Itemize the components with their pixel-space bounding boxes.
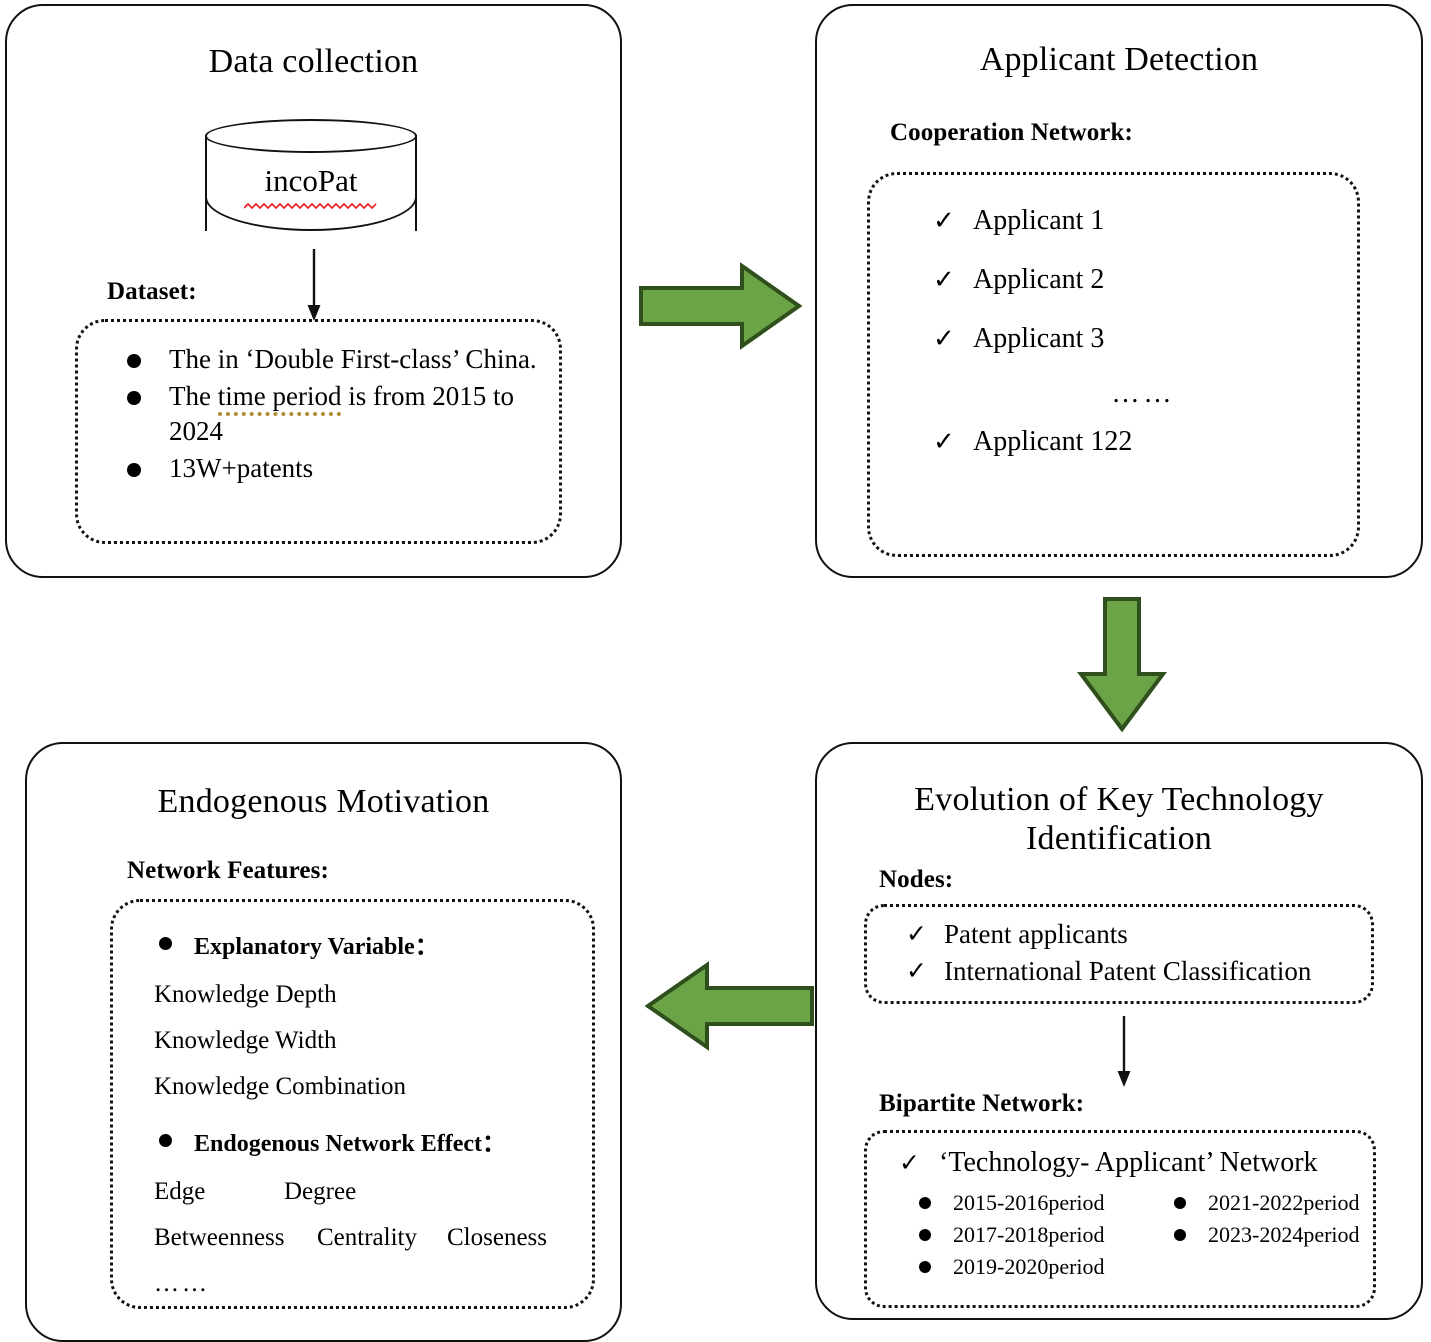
dataset-list-box: The in ‘Double First-class’ China. The t… <box>75 319 562 544</box>
explanatory-variable-heading: Explanatory Variable： <box>113 926 592 961</box>
nodes-list-box: ✓ Patent applicants ✓ International Pate… <box>864 904 1374 1004</box>
node-label: Patent applicants <box>944 919 1128 949</box>
node-label: International Patent Classification <box>944 956 1312 986</box>
cooperation-network-label: Cooperation Network: <box>890 119 1133 146</box>
panel-applicant-detection: Applicant Detection Cooperation Network:… <box>815 4 1423 578</box>
period-item: 2021-2022period <box>1174 1187 1424 1219</box>
list-ellipsis: …… <box>1111 378 1176 409</box>
period-item: 2019-2020period <box>919 1251 1174 1283</box>
list-item: ✓ Applicant 2 <box>870 264 1357 296</box>
dataset-item-text: The in ‘Double First-class’ China. <box>169 344 537 374</box>
dataset-item-text-post: is from 2015 to 2024 <box>169 381 514 447</box>
feature-item: Knowledge Combination <box>154 1073 407 1100</box>
panel-title-evolution-line1: Evolution of Key Technology <box>914 781 1324 818</box>
bullet-icon <box>127 463 141 478</box>
dataset-item-text: 13W+patents <box>169 453 314 484</box>
cylinder-body <box>205 135 417 231</box>
bullet-icon <box>919 1197 931 1209</box>
bipartite-network-name-row: ✓ ‘Technology- Applicant’ Network <box>867 1147 1373 1179</box>
feature-item: Closeness <box>447 1224 547 1251</box>
dataset-item-text-pre: The <box>169 381 218 412</box>
database-name-label: incoPat <box>264 163 358 198</box>
bipartite-network-name: ‘Technology- Applicant’ Network <box>939 1147 1318 1178</box>
check-icon: ✓ <box>906 958 927 985</box>
dataset-item: 13W+patents <box>92 451 545 486</box>
bullet-icon <box>919 1229 931 1241</box>
bullet-icon <box>159 937 172 950</box>
cylinder-top-ellipse <box>205 119 417 153</box>
period-label: 2021-2022period <box>1208 1190 1360 1215</box>
period-item-empty <box>1174 1251 1424 1283</box>
dataset-item: The in ‘Double First-class’ China. <box>92 342 545 377</box>
dataset-item-text: The time period is from 2015 to 2024 <box>169 379 545 449</box>
bullet-icon <box>127 354 141 368</box>
arrow-right-icon-data-to-applicant <box>639 262 802 350</box>
check-icon: ✓ <box>906 921 927 948</box>
period-label: 2023-2024period <box>1208 1222 1360 1247</box>
applicant-label: Applicant 1 <box>973 205 1105 236</box>
spelling-squiggle-underline <box>244 203 377 210</box>
period-item: 2023-2024period <box>1174 1219 1424 1251</box>
arrow-down-icon-applicant-to-evolution <box>1077 597 1167 732</box>
check-icon: ✓ <box>933 324 955 353</box>
panel-title-applicant-detection: Applicant Detection <box>979 41 1259 78</box>
bullet-icon <box>919 1261 931 1273</box>
applicant-label: Applicant 2 <box>973 264 1105 295</box>
feature-item: Betweenness <box>154 1224 285 1251</box>
explanatory-variable-heading-text: Explanatory Variable： <box>194 934 439 960</box>
list-item: ✓ International Patent Classification <box>867 956 1371 987</box>
bullet-icon <box>159 1134 172 1147</box>
panel-title-evolution: Evolution of Key Technology Identificati… <box>817 780 1421 858</box>
applicant-label: Applicant 122 <box>973 426 1133 457</box>
check-icon: ✓ <box>933 206 955 235</box>
dataset-label: Dataset: <box>107 278 197 305</box>
period-label: 2019-2020period <box>953 1254 1105 1279</box>
bipartite-network-label: Bipartite Network: <box>879 1090 1085 1117</box>
bipartite-network-box: ✓ ‘Technology- Applicant’ Network 2015-2… <box>864 1130 1376 1308</box>
panel-endogenous-motivation: Endogenous Motivation Network Features: … <box>25 742 622 1342</box>
feature-item: Edge <box>154 1178 206 1205</box>
feature-item: Knowledge Width <box>154 1027 337 1054</box>
check-icon: ✓ <box>933 427 955 456</box>
list-ellipsis: …… <box>154 1270 210 1297</box>
panel-evolution-of-key-technology: Evolution of Key Technology Identificati… <box>815 742 1423 1320</box>
bullet-icon <box>1174 1229 1186 1241</box>
panel-title-data-collection: Data collection <box>208 43 419 80</box>
list-item: ✓ Patent applicants <box>867 919 1371 950</box>
period-label: 2015-2016period <box>953 1190 1105 1215</box>
feature-item: Knowledge Depth <box>154 981 337 1008</box>
feature-item: Degree <box>284 1178 357 1205</box>
dataset-item: The time period is from 2015 to 2024 <box>92 379 545 449</box>
endogenous-network-effect-heading: Endogenous Network Effect： <box>113 1123 592 1158</box>
feature-row: Edge Degree <box>154 1178 592 1206</box>
nodes-label: Nodes: <box>879 866 954 893</box>
period-grid: 2015-2016period 2021-2022period 2017-201… <box>919 1187 1373 1283</box>
feature-row: Betweenness Centrality Closeness <box>154 1224 592 1252</box>
arrow-left-icon-evolution-to-motivation <box>645 961 814 1051</box>
applicant-list-box: ✓ Applicant 1 ✓ Applicant 2 ✓ Applicant … <box>867 172 1360 557</box>
period-item: 2017-2018period <box>919 1219 1174 1251</box>
list-item: ✓ Applicant 1 <box>870 205 1357 237</box>
check-icon: ✓ <box>899 1149 920 1177</box>
period-label: 2017-2018period <box>953 1222 1105 1247</box>
nodes-to-bipartite-arrow-icon <box>1117 1016 1131 1087</box>
network-features-box: Explanatory Variable： Knowledge Depth Kn… <box>110 899 595 1309</box>
database-to-dataset-arrow-icon <box>307 249 321 321</box>
applicant-label: Applicant 3 <box>973 323 1105 354</box>
panel-title-endogenous-motivation: Endogenous Motivation <box>157 783 490 820</box>
grammar-underlined-phrase: time period <box>217 381 342 417</box>
panel-title-evolution-line2: Identification <box>1026 820 1212 858</box>
database-cylinder-icon: incoPat <box>205 119 417 247</box>
network-features-label: Network Features: <box>127 857 329 884</box>
bullet-icon <box>127 391 141 406</box>
check-icon: ✓ <box>933 265 955 294</box>
list-item: ✓ Applicant 122 <box>870 426 1357 458</box>
period-item: 2015-2016period <box>919 1187 1174 1219</box>
bullet-icon <box>1174 1197 1186 1209</box>
panel-data-collection: Data collection incoPat Dataset: The in … <box>5 4 622 578</box>
list-item: ✓ Applicant 3 <box>870 323 1357 355</box>
endogenous-network-effect-heading-text: Endogenous Network Effect： <box>194 1131 506 1157</box>
feature-item: Centrality <box>317 1224 417 1251</box>
